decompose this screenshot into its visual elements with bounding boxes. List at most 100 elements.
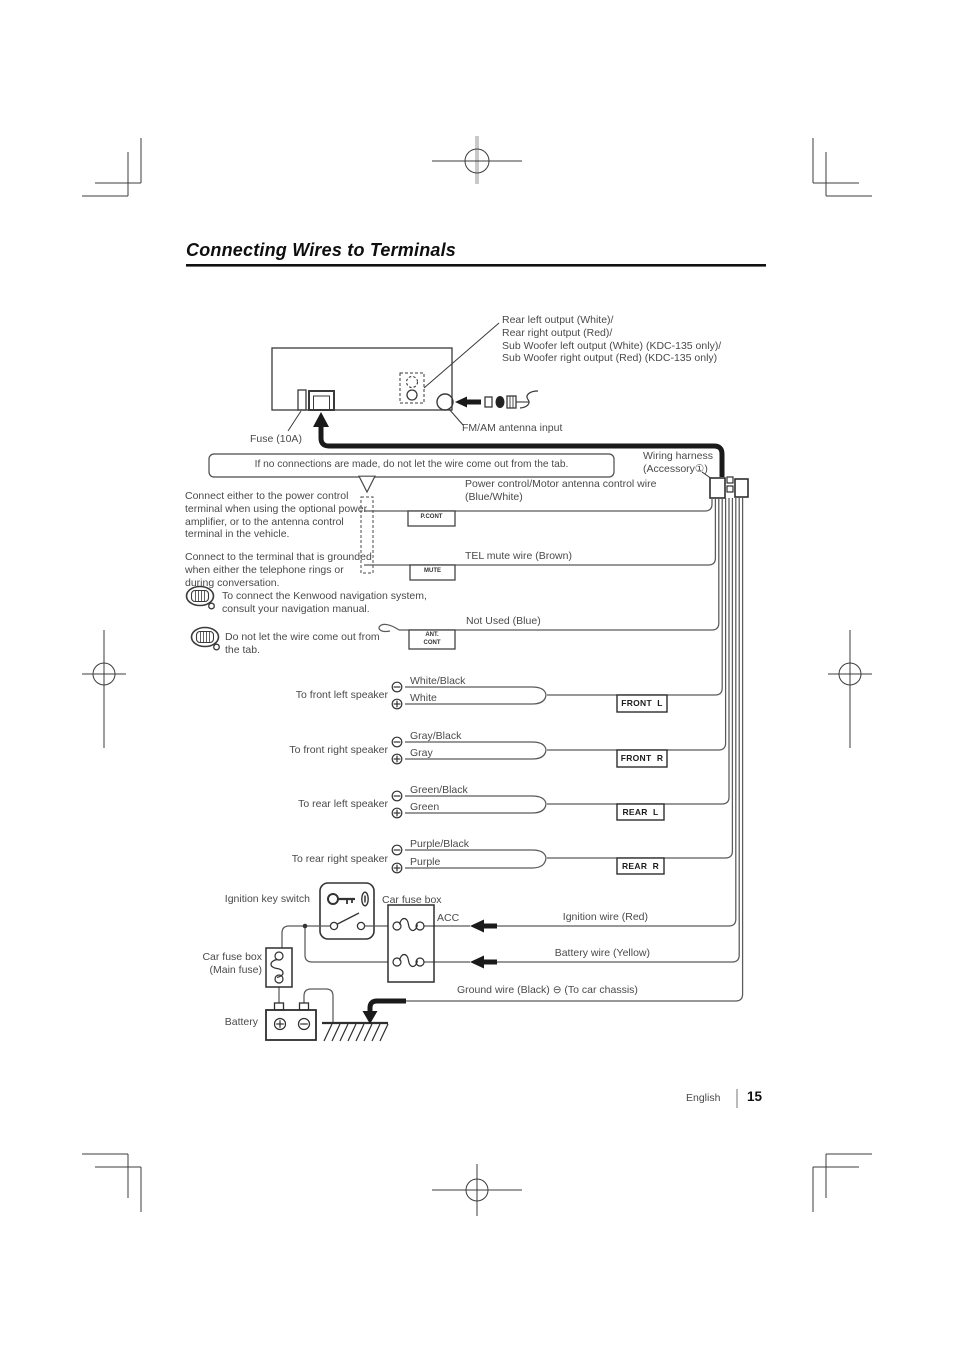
front-right-wire bbox=[547, 498, 727, 751]
speaker-wires bbox=[405, 686, 547, 869]
callout-text: If no connections are made, do not let t… bbox=[254, 459, 569, 470]
tab-dashed-outline bbox=[360, 496, 374, 574]
car-fuse-box-label: Car fuse box bbox=[382, 894, 442, 906]
wire-bundle bbox=[364, 498, 744, 1002]
callout-box bbox=[208, 453, 615, 494]
wire-color-label: White/Black bbox=[410, 675, 466, 687]
minus-icon bbox=[391, 736, 403, 748]
ignition-switch-label: Ignition key switch bbox=[224, 893, 310, 905]
minus-icon bbox=[297, 1017, 311, 1031]
fuse-symbol bbox=[392, 917, 425, 932]
head-unit-drawing bbox=[271, 322, 500, 432]
fuse-symbol bbox=[392, 953, 425, 968]
rear-left-connector: REAR L bbox=[622, 807, 659, 817]
wire-color-label: Green bbox=[410, 801, 440, 813]
wire-color-label: Gray/Black bbox=[410, 730, 462, 742]
main-harness-wire bbox=[313, 412, 725, 477]
rear-right-wire bbox=[547, 498, 734, 859]
harness-socket-shape bbox=[308, 390, 335, 411]
fuse-label: Fuse (10A) bbox=[250, 433, 302, 445]
antenna-plug-icon bbox=[455, 390, 539, 409]
minus-icon bbox=[391, 844, 403, 856]
not-used-wire-curl bbox=[378, 623, 400, 633]
ground-symbol bbox=[322, 1021, 389, 1042]
switch-contacts bbox=[329, 912, 366, 931]
battery-wire-label: Battery wire (Yellow) bbox=[554, 947, 650, 959]
ignition-switch-drawing bbox=[319, 882, 375, 940]
wire-arrows bbox=[470, 919, 497, 969]
mute-tab-box bbox=[409, 564, 456, 581]
wire-junction-dot bbox=[302, 923, 308, 929]
wire-tabs bbox=[407, 510, 456, 650]
rear-right-speaker-label: To rear right speaker bbox=[291, 853, 388, 865]
key-icon bbox=[327, 891, 369, 907]
ground-wire bbox=[406, 498, 744, 1002]
not-used-wire-label: Not Used (Blue) bbox=[466, 615, 541, 627]
fuse-symbol bbox=[270, 951, 284, 984]
front-left-wire bbox=[547, 498, 723, 696]
footer-page-number: 15 bbox=[747, 1089, 763, 1104]
pcont-tab-label: P.CONT bbox=[420, 514, 443, 520]
power-control-wire bbox=[364, 498, 713, 512]
plus-icon bbox=[273, 1017, 287, 1031]
rear-left-speaker-label: To rear left speaker bbox=[298, 798, 388, 810]
ground-arrow bbox=[362, 998, 406, 1024]
plus-icon bbox=[391, 862, 403, 874]
front-left-speaker-label: To front left speaker bbox=[295, 689, 388, 701]
main-fuse-box-drawing bbox=[265, 947, 293, 988]
main-fuse-label: Car fuse box (Main fuse) bbox=[202, 951, 262, 976]
ignition-wire bbox=[497, 498, 737, 927]
minus-icon bbox=[391, 681, 403, 693]
wire-color-label: Gray bbox=[410, 747, 433, 759]
wire-color-label: Purple bbox=[410, 856, 441, 868]
navigation-note: To connect the Kenwood navigation system… bbox=[222, 590, 427, 615]
front-left-connector: FRONT L bbox=[621, 698, 663, 708]
antenna-jack bbox=[436, 393, 454, 411]
note-bubble-icon bbox=[190, 626, 220, 651]
rca-jack-bottom bbox=[406, 389, 418, 401]
acc-label: ACC bbox=[437, 912, 460, 924]
power-wiring bbox=[278, 925, 470, 1023]
note-bubble-icon bbox=[185, 585, 215, 610]
front-right-connector: FRONT R bbox=[620, 753, 664, 763]
title-rule bbox=[186, 264, 766, 267]
pcont-tab-box bbox=[407, 510, 456, 527]
wire-color-label: Green/Black bbox=[410, 784, 468, 796]
tab-note: Do not let the wire come out from the ta… bbox=[225, 631, 380, 656]
harness-connector bbox=[701, 471, 749, 499]
car-fuse-box-drawing bbox=[387, 904, 435, 983]
battery-wire bbox=[497, 498, 740, 963]
registration-marks bbox=[82, 136, 872, 1216]
minus-icon bbox=[391, 790, 403, 802]
plus-icon bbox=[391, 753, 403, 765]
battery-label: Battery bbox=[224, 1016, 258, 1028]
not-used-wire bbox=[399, 498, 720, 631]
rear-right-connector: REAR R bbox=[621, 861, 660, 871]
wire-color-label: Purple/Black bbox=[410, 838, 469, 850]
polarity-symbols bbox=[391, 681, 403, 874]
wiring-harness-label: Wiring harness (Accessory①) bbox=[643, 450, 714, 475]
antcont-tab-box bbox=[408, 629, 456, 650]
tel-mute-wire bbox=[364, 498, 717, 566]
battery-drawing bbox=[265, 1002, 317, 1041]
rca-output-outline bbox=[399, 372, 425, 404]
tel-mute-note: Connect to the terminal that is grounded… bbox=[185, 551, 372, 589]
footer-language: English bbox=[686, 1092, 721, 1104]
power-control-wire-label: Power control/Motor antenna control wire… bbox=[465, 478, 657, 503]
rear-output-note: Rear left output (White)/ Rear right out… bbox=[502, 314, 722, 365]
wire-color-label: White bbox=[410, 692, 437, 704]
ground-wire-label: Ground wire (Black) ⊖ (To car chassis) bbox=[457, 984, 638, 996]
tel-mute-wire-label: TEL mute wire (Brown) bbox=[465, 550, 572, 562]
antcont-tab-label: ANT. CONT bbox=[423, 632, 441, 646]
rca-jack-top bbox=[405, 375, 419, 389]
speaker-connector-boxes bbox=[616, 694, 668, 875]
power-control-note: Connect either to the power control term… bbox=[185, 490, 368, 541]
mute-tab-label: MUTE bbox=[424, 568, 441, 574]
front-right-speaker-label: To front right speaker bbox=[289, 744, 388, 756]
antenna-input-label: FM/AM antenna input bbox=[462, 422, 563, 434]
plus-icon bbox=[391, 807, 403, 819]
page-title: Connecting Wires to Terminals bbox=[186, 240, 457, 260]
ignition-wire-label: Ignition wire (Red) bbox=[562, 911, 648, 923]
rear-left-wire bbox=[547, 498, 730, 805]
